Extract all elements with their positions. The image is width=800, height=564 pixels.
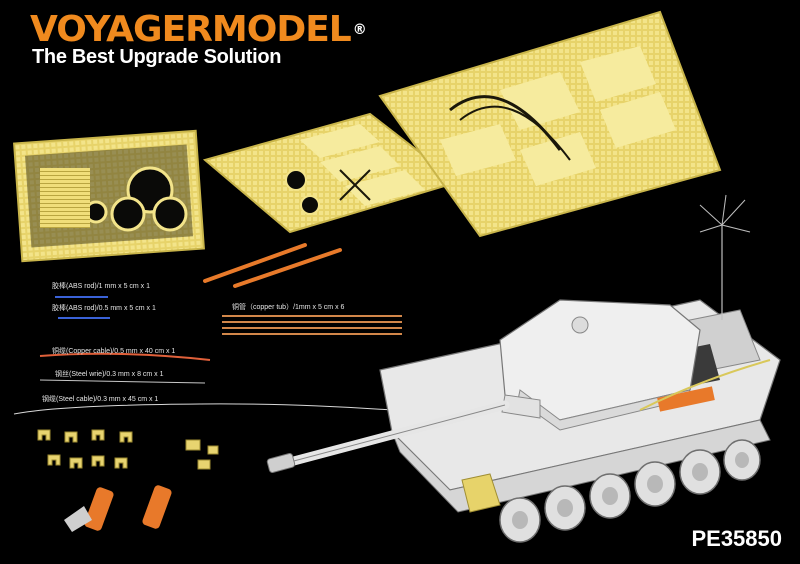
turned-rods <box>203 243 342 288</box>
label-copper-tub: 铜管（copper tub）/1mm x 5 cm x 6 <box>232 304 345 311</box>
brand-logo: VOYAGERMODEL® <box>30 9 367 50</box>
photo-etch-fret-3 <box>378 10 722 238</box>
photo-etch-fret-1 <box>13 129 205 263</box>
copper-cable-sample <box>39 352 211 361</box>
steel-wire-sample <box>39 379 206 384</box>
logo-registered-mark: ® <box>352 22 367 38</box>
brand-tagline: The Best Upgrade Solution <box>32 46 282 68</box>
shell-casings <box>64 485 172 532</box>
product-code: PE35850 <box>691 526 782 551</box>
label-abs-rod-1mm: 胶棒(ABS rod)/1 mm x 5 cm x 1 <box>52 283 151 290</box>
logo-model: MODEL <box>211 9 352 50</box>
label-steel-wire: 钢丝(Steel wrie)/0.3 mm x 8 cm x 1 <box>55 371 164 378</box>
copper-tubes <box>222 315 402 335</box>
brass-clips <box>37 429 219 470</box>
tank-model <box>266 194 781 543</box>
steel-cable-sample <box>13 403 421 415</box>
label-copper-cable: 铜缆(Copper cable)/0.5 mm x 40 cm x 1 <box>52 348 176 355</box>
photo-etch-fret-2 <box>202 112 461 234</box>
logo-voyager: VOYAGER <box>30 9 213 50</box>
label-steel-cable: 钢缆(Steel cable)/0.3 mm x 45 cm x 1 <box>42 396 159 403</box>
label-abs-rod-05mm: 胶棒(ABS rod)/0.5 mm x 5 cm x 1 <box>52 305 156 312</box>
